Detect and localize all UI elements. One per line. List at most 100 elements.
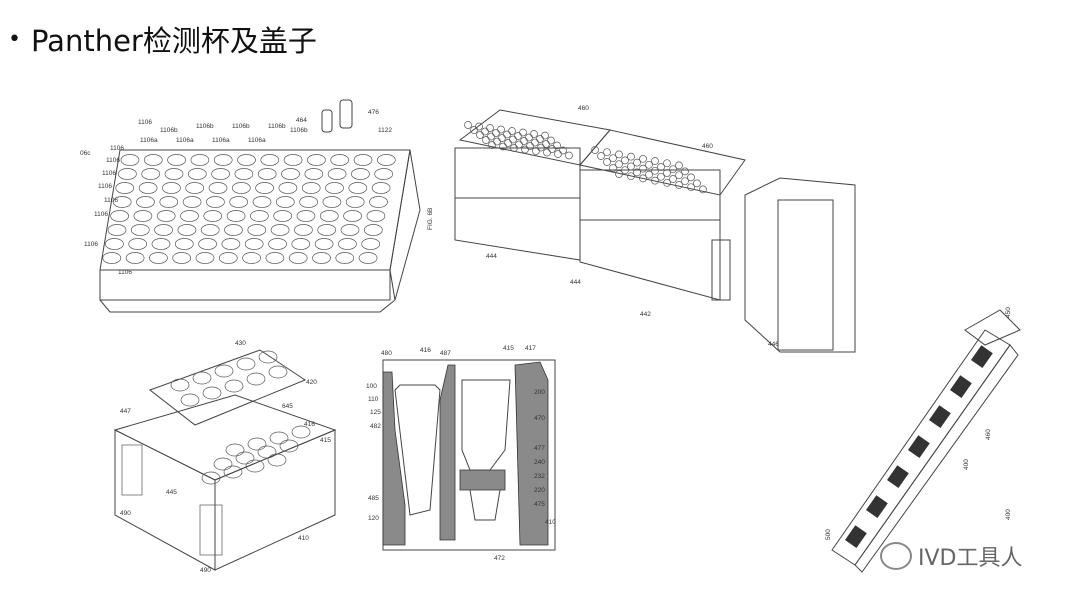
tube-hole [687, 173, 695, 182]
section-label: 220 [534, 487, 545, 494]
rack-label: 1122 [378, 127, 392, 134]
well [296, 210, 316, 222]
section-label: 410 [545, 519, 556, 526]
tube-hole [536, 135, 544, 143]
reaction-tube-block [887, 465, 909, 489]
well [211, 168, 230, 180]
tube-hole [591, 146, 599, 154]
tube-hole [464, 121, 472, 129]
section-label: 482 [370, 423, 381, 430]
tube-hole [519, 128, 527, 137]
tube-hole [470, 126, 478, 134]
tube-hole [639, 154, 647, 163]
cup-well [225, 443, 245, 457]
holder-label: 645 [282, 403, 293, 410]
well [366, 210, 386, 222]
holder-label: 420 [306, 379, 317, 386]
well [278, 182, 298, 194]
tube-hole [621, 156, 629, 165]
well [125, 252, 145, 264]
well [301, 182, 321, 194]
tube-hole [615, 160, 623, 169]
holder-label: 447 [120, 408, 131, 415]
well [345, 196, 365, 208]
cartridge-strip-drawing [831, 309, 1021, 573]
well [185, 182, 205, 194]
rack-label: 1106 [110, 145, 124, 152]
cup-well [291, 425, 311, 439]
section-label: 100 [366, 383, 377, 390]
tube-hole [482, 136, 490, 144]
tube-hole [651, 176, 659, 185]
cup-well [170, 378, 190, 392]
tube-hole [499, 142, 507, 151]
rack-label: 1106b [160, 127, 178, 134]
cup-well [245, 459, 265, 473]
well [229, 196, 249, 208]
tube-hole [675, 181, 683, 189]
wechat-logo-icon [880, 542, 912, 570]
well [190, 154, 210, 166]
well [358, 252, 378, 264]
well [348, 182, 368, 194]
rack-label: FIG. 6B [427, 208, 434, 230]
reaction-tube-block [950, 375, 972, 399]
tube-hole [508, 127, 516, 135]
well [182, 196, 202, 208]
well [343, 210, 362, 222]
cup-well [268, 365, 288, 379]
tube-hole [543, 148, 551, 157]
well [198, 238, 217, 250]
tube-hole [475, 122, 483, 131]
well [361, 238, 381, 250]
tube-hole [651, 166, 659, 175]
tube-hole [548, 145, 556, 153]
well [363, 224, 383, 236]
well [291, 238, 311, 250]
tube-hole [615, 170, 623, 178]
tube-hole [603, 148, 611, 157]
holder-label: 445 [166, 489, 177, 496]
tube-hole [699, 185, 707, 194]
well [325, 182, 344, 194]
section-label: 240 [534, 459, 545, 466]
section-label: 120 [368, 515, 379, 522]
module-label: 460 [702, 143, 713, 150]
well [172, 252, 192, 264]
well [226, 210, 246, 222]
cup-cross-section-drawing [382, 359, 556, 551]
well [312, 252, 331, 264]
rack-label: 464 [296, 117, 307, 124]
tube-hole [514, 132, 522, 140]
well [187, 168, 207, 180]
well [107, 224, 127, 236]
rack-label: 476 [368, 109, 379, 116]
well [242, 252, 261, 264]
well [260, 154, 280, 166]
reaction-tube-block [844, 525, 867, 549]
well [244, 238, 264, 250]
rack-label: 1106a [176, 137, 194, 144]
section-label: 487 [440, 350, 451, 357]
module-label: 444 [570, 279, 581, 286]
well [200, 224, 220, 236]
well [177, 224, 197, 236]
tube-hole [651, 157, 659, 165]
tube-hole [663, 178, 671, 187]
well [376, 154, 396, 166]
tube-hole [532, 147, 540, 155]
cup-well [279, 439, 299, 453]
reaction-tube-block [929, 405, 951, 429]
tube-hole [615, 150, 623, 159]
section-label: 417 [525, 345, 536, 352]
tube-hole [542, 140, 550, 148]
rack-label: 1106b [196, 123, 214, 130]
sample-rack-drawing [99, 99, 421, 313]
rack-label: 1106b [290, 127, 308, 134]
tube-hole [627, 162, 635, 171]
tube-hole [530, 130, 538, 138]
well [112, 196, 132, 208]
tube-hole [609, 164, 617, 172]
tube-hole [627, 152, 635, 161]
